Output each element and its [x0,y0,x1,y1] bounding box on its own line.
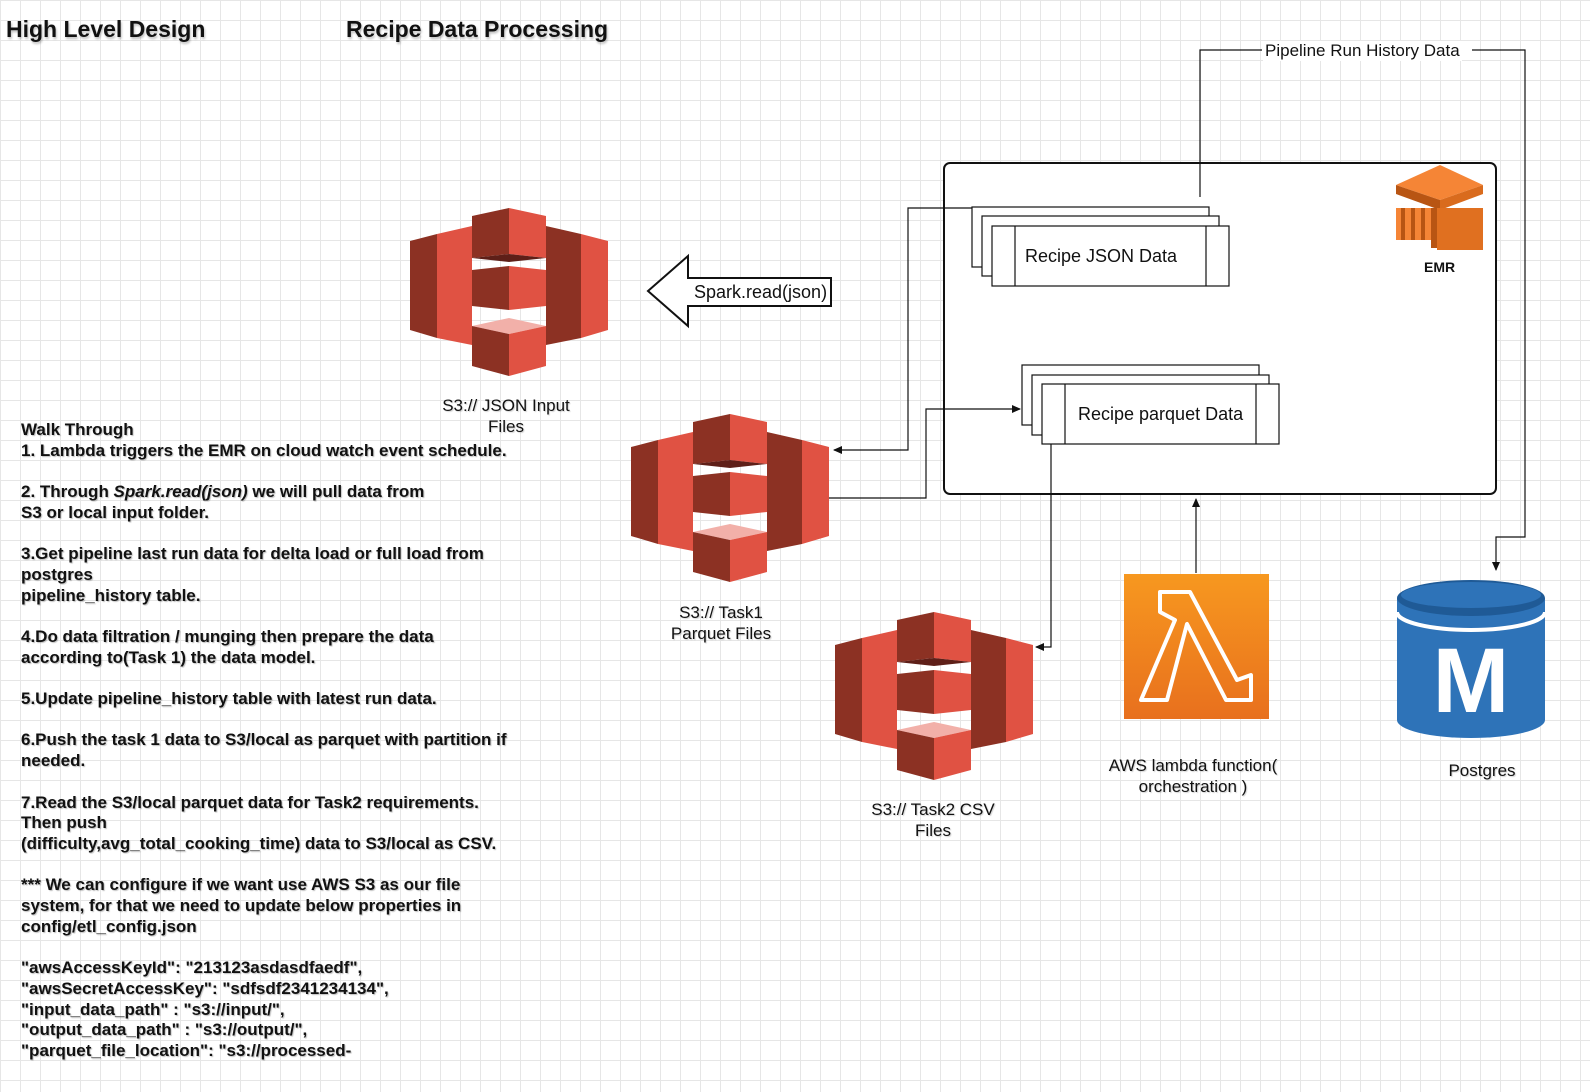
walkthrough-step-7-cont2: (difficulty,avg_total_cooking_time) data… [21,833,497,853]
walkthrough-step-4-cont: according to(Task 1) the data model. [21,647,316,667]
postgres-label: Postgres [1448,761,1516,780]
config-line-4: "output_data_path" : "s3://output/", [21,1020,308,1040]
walkthrough-note-cont2: config/etl_config.json [21,916,197,936]
spark-read-label: Spark.read(json) [694,282,828,302]
config-line-2: "awsSecretAccessKey": "sdfsdf2341234134"… [21,978,389,998]
lambda-label: AWS lambda function( orchestration ) [1108,756,1278,796]
recipe-parquet-stack [1021,364,1280,445]
walkthrough-step-2: 2. Through Spark.read(json) we will pull… [21,482,425,502]
emr-label: EMR [1424,259,1456,275]
walkthrough-step-5: 5.Update pipeline_history table with lat… [21,689,437,709]
walkthrough-note-cont: system, for that we need to update below… [21,896,462,916]
walkthrough-step-4: 4.Do data filtration / munging then prep… [21,626,434,646]
connector-history-to-postgres [1472,49,1526,571]
walkthrough-step-2-cont: S3 or local input folder. [21,502,209,522]
walkthrough-note: *** We can configure if we want use AWS … [21,875,461,895]
connector-json-to-history [1199,49,1262,197]
diagram-title: Recipe Data Processing [346,16,609,42]
page-title: High Level Design [6,16,206,42]
s3-task1-label: S3:// Task1 Parquet Files [670,603,772,643]
s3-task2-label: S3:// Task2 CSV Files [871,800,995,840]
pipeline-history-label: Pipeline Run History Data [1263,41,1462,61]
postgres-m-glyph: M [1433,630,1510,732]
walkthrough-step-7: 7.Read the S3/local parquet data for Tas… [21,792,479,812]
recipe-parquet-label: Recipe parquet Data [1078,404,1244,424]
connector-json-to-task1 [833,207,972,454]
connector-parquet-to-task2 [1035,444,1052,651]
config-line-3: "input_data_path" : "s3://input/", [21,999,285,1019]
walkthrough-step-7-cont: Then push [21,813,107,833]
walkthrough-step-6: 6.Push the task 1 data to S3/local as pa… [21,730,507,750]
config-line-1: "awsAccessKeyId": "213123asdasdfaedf", [21,958,363,978]
spark-read-emphasis: Spark.read(json) [113,482,248,502]
walkthrough-step-3: 3.Get pipeline last run data for delta l… [21,544,484,564]
walkthrough-step-3-cont: postgres [21,564,93,584]
walkthrough-step-3-cont2: pipeline_history table. [21,585,201,605]
walkthrough-notes: Walk Through 1. Lambda triggers the EMR … [21,420,561,1062]
s3-task1-bucket-icon [631,414,829,582]
config-line-5: "parquet_file_location": "s3://processed… [21,1040,352,1060]
walkthrough-heading: Walk Through [21,420,134,439]
recipe-json-stack [971,206,1230,287]
s3-input-label: S3:// JSON Input Files [442,396,570,436]
connector-task1-to-parquet [829,405,1021,499]
emr-icon [1396,165,1483,250]
walkthrough-step-6-cont: needed. [21,751,86,771]
postgres-database-icon: M [1395,580,1547,738]
walkthrough-step-1: 1. Lambda triggers the EMR on cloud watc… [21,440,507,460]
s3-task2-bucket-icon [835,612,1033,780]
s3-input-bucket-icon [410,208,608,376]
aws-lambda-icon [1124,574,1269,719]
recipe-json-label: Recipe JSON Data [1025,246,1178,266]
spark-read-arrow [646,253,832,329]
